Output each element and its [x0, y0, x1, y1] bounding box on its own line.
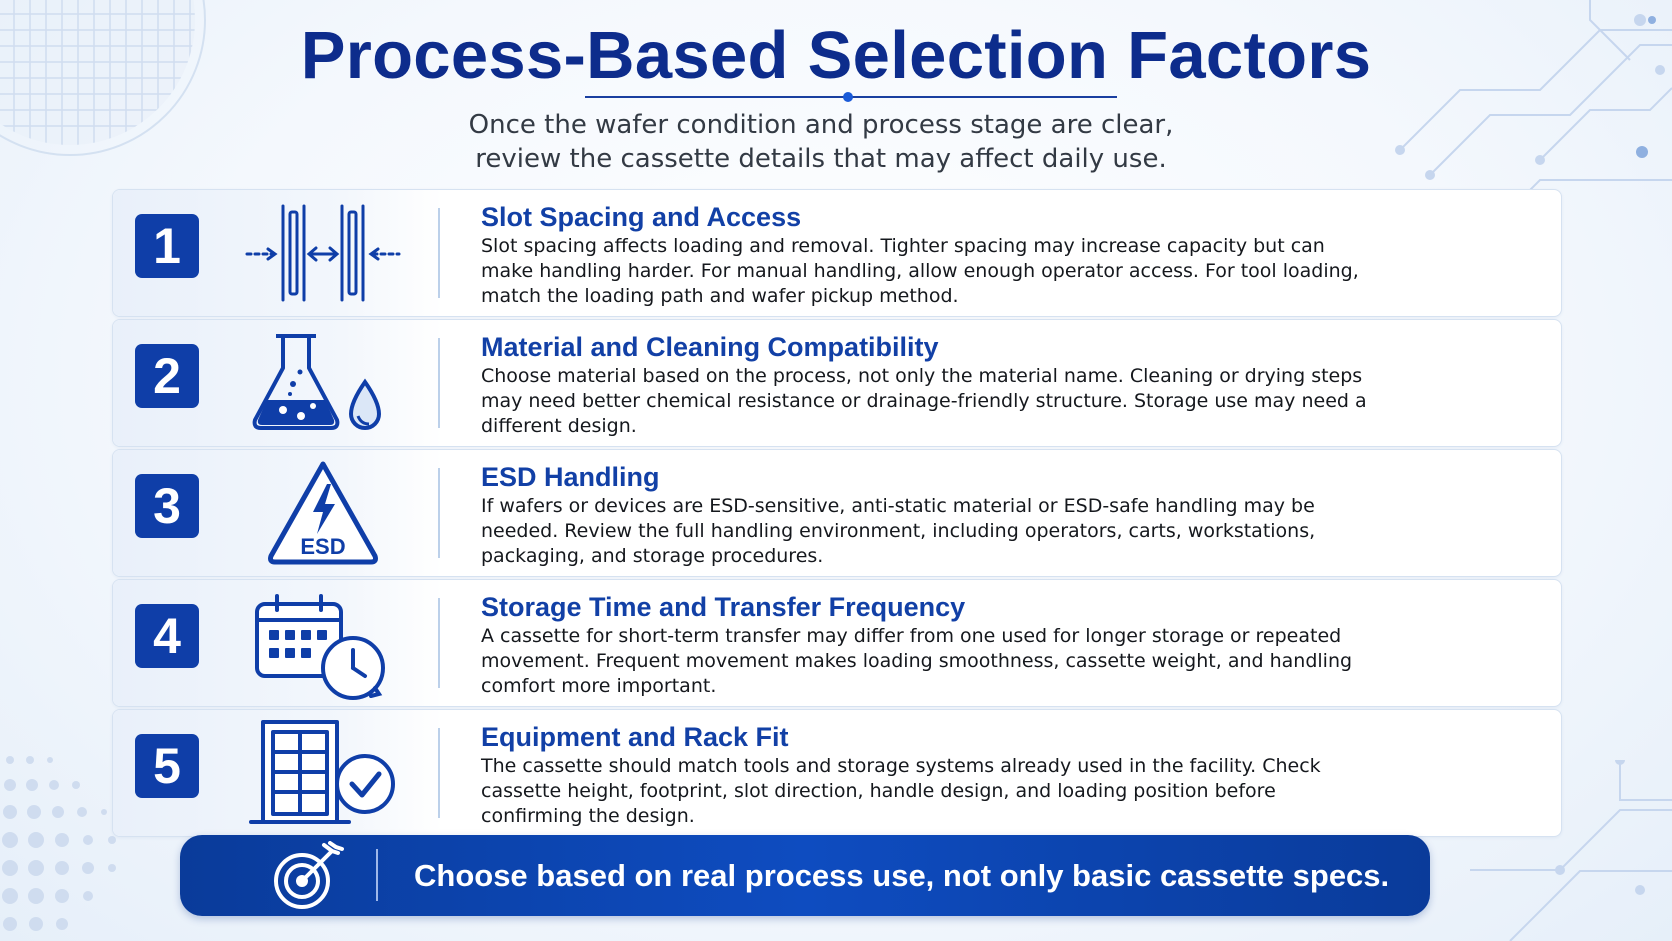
factor-number-badge: 5	[135, 734, 199, 798]
rack-check-icon	[249, 720, 395, 824]
flask-droplet-icon	[252, 334, 382, 430]
factor-number-badge: 1	[135, 214, 199, 278]
row-separator	[438, 468, 440, 558]
factor-row-2: 2 Material and Cleaning Compatibility Ch…	[112, 319, 1562, 447]
factor-number-badge: 4	[135, 604, 199, 668]
target-icon	[274, 841, 344, 909]
slot-spacing-icon	[245, 204, 401, 302]
row-separator	[438, 598, 440, 688]
factor-title: Material and Cleaning Compatibility	[481, 332, 939, 362]
title-divider-dot	[843, 92, 853, 102]
factor-title: ESD Handling	[481, 462, 660, 492]
banner-separator	[376, 849, 378, 901]
factor-description: The cassette should match tools and stor…	[481, 755, 1321, 827]
calendar-clock-icon	[255, 594, 385, 700]
subtitle-line-2: review the cassette details that may aff…	[475, 144, 1167, 174]
factor-row-4: 4 Storage Time and Transfer Frequ	[112, 579, 1562, 707]
esd-icon-label: ESD	[300, 534, 345, 559]
factor-row-3: 3 ESD ESD Handling If wafers or devices …	[112, 449, 1562, 577]
subtitle-line-1: Once the wafer condition and process sta…	[468, 110, 1174, 140]
factor-number-badge: 3	[135, 474, 199, 538]
factor-row-5: 5 Equipment and Rack Fit The cassette sh…	[112, 709, 1562, 837]
factor-title: Equipment and Rack Fit	[481, 722, 789, 752]
row-separator	[438, 338, 440, 428]
factor-description: A cassette for short-term transfer may d…	[481, 625, 1353, 697]
factor-title: Storage Time and Transfer Frequency	[481, 592, 966, 622]
page-title: Process-Based Selection Factors	[300, 18, 1372, 93]
row-separator	[438, 208, 440, 298]
factor-description: Slot spacing affects loading and removal…	[481, 235, 1359, 307]
page-subtitle: Once the wafer condition and process sta…	[0, 108, 1642, 176]
factor-description: If wafers or devices are ESD-sensitive, …	[481, 495, 1316, 567]
factor-title: Slot Spacing and Access	[481, 202, 802, 232]
banner-text: Choose based on real process use, not on…	[414, 858, 1390, 893]
factor-row-1: 1 Slot Spacing and Access Slot spacing a…	[112, 189, 1562, 317]
esd-warning-icon: ESD	[268, 461, 378, 565]
factor-list: 1 Slot Spacing and Access Slot spacing a…	[112, 189, 1562, 839]
factor-number-badge: 2	[135, 344, 199, 408]
summary-banner: Choose based on real process use, not on…	[180, 835, 1430, 916]
factor-description: Choose material based on the process, no…	[481, 365, 1367, 437]
row-separator	[438, 728, 440, 818]
